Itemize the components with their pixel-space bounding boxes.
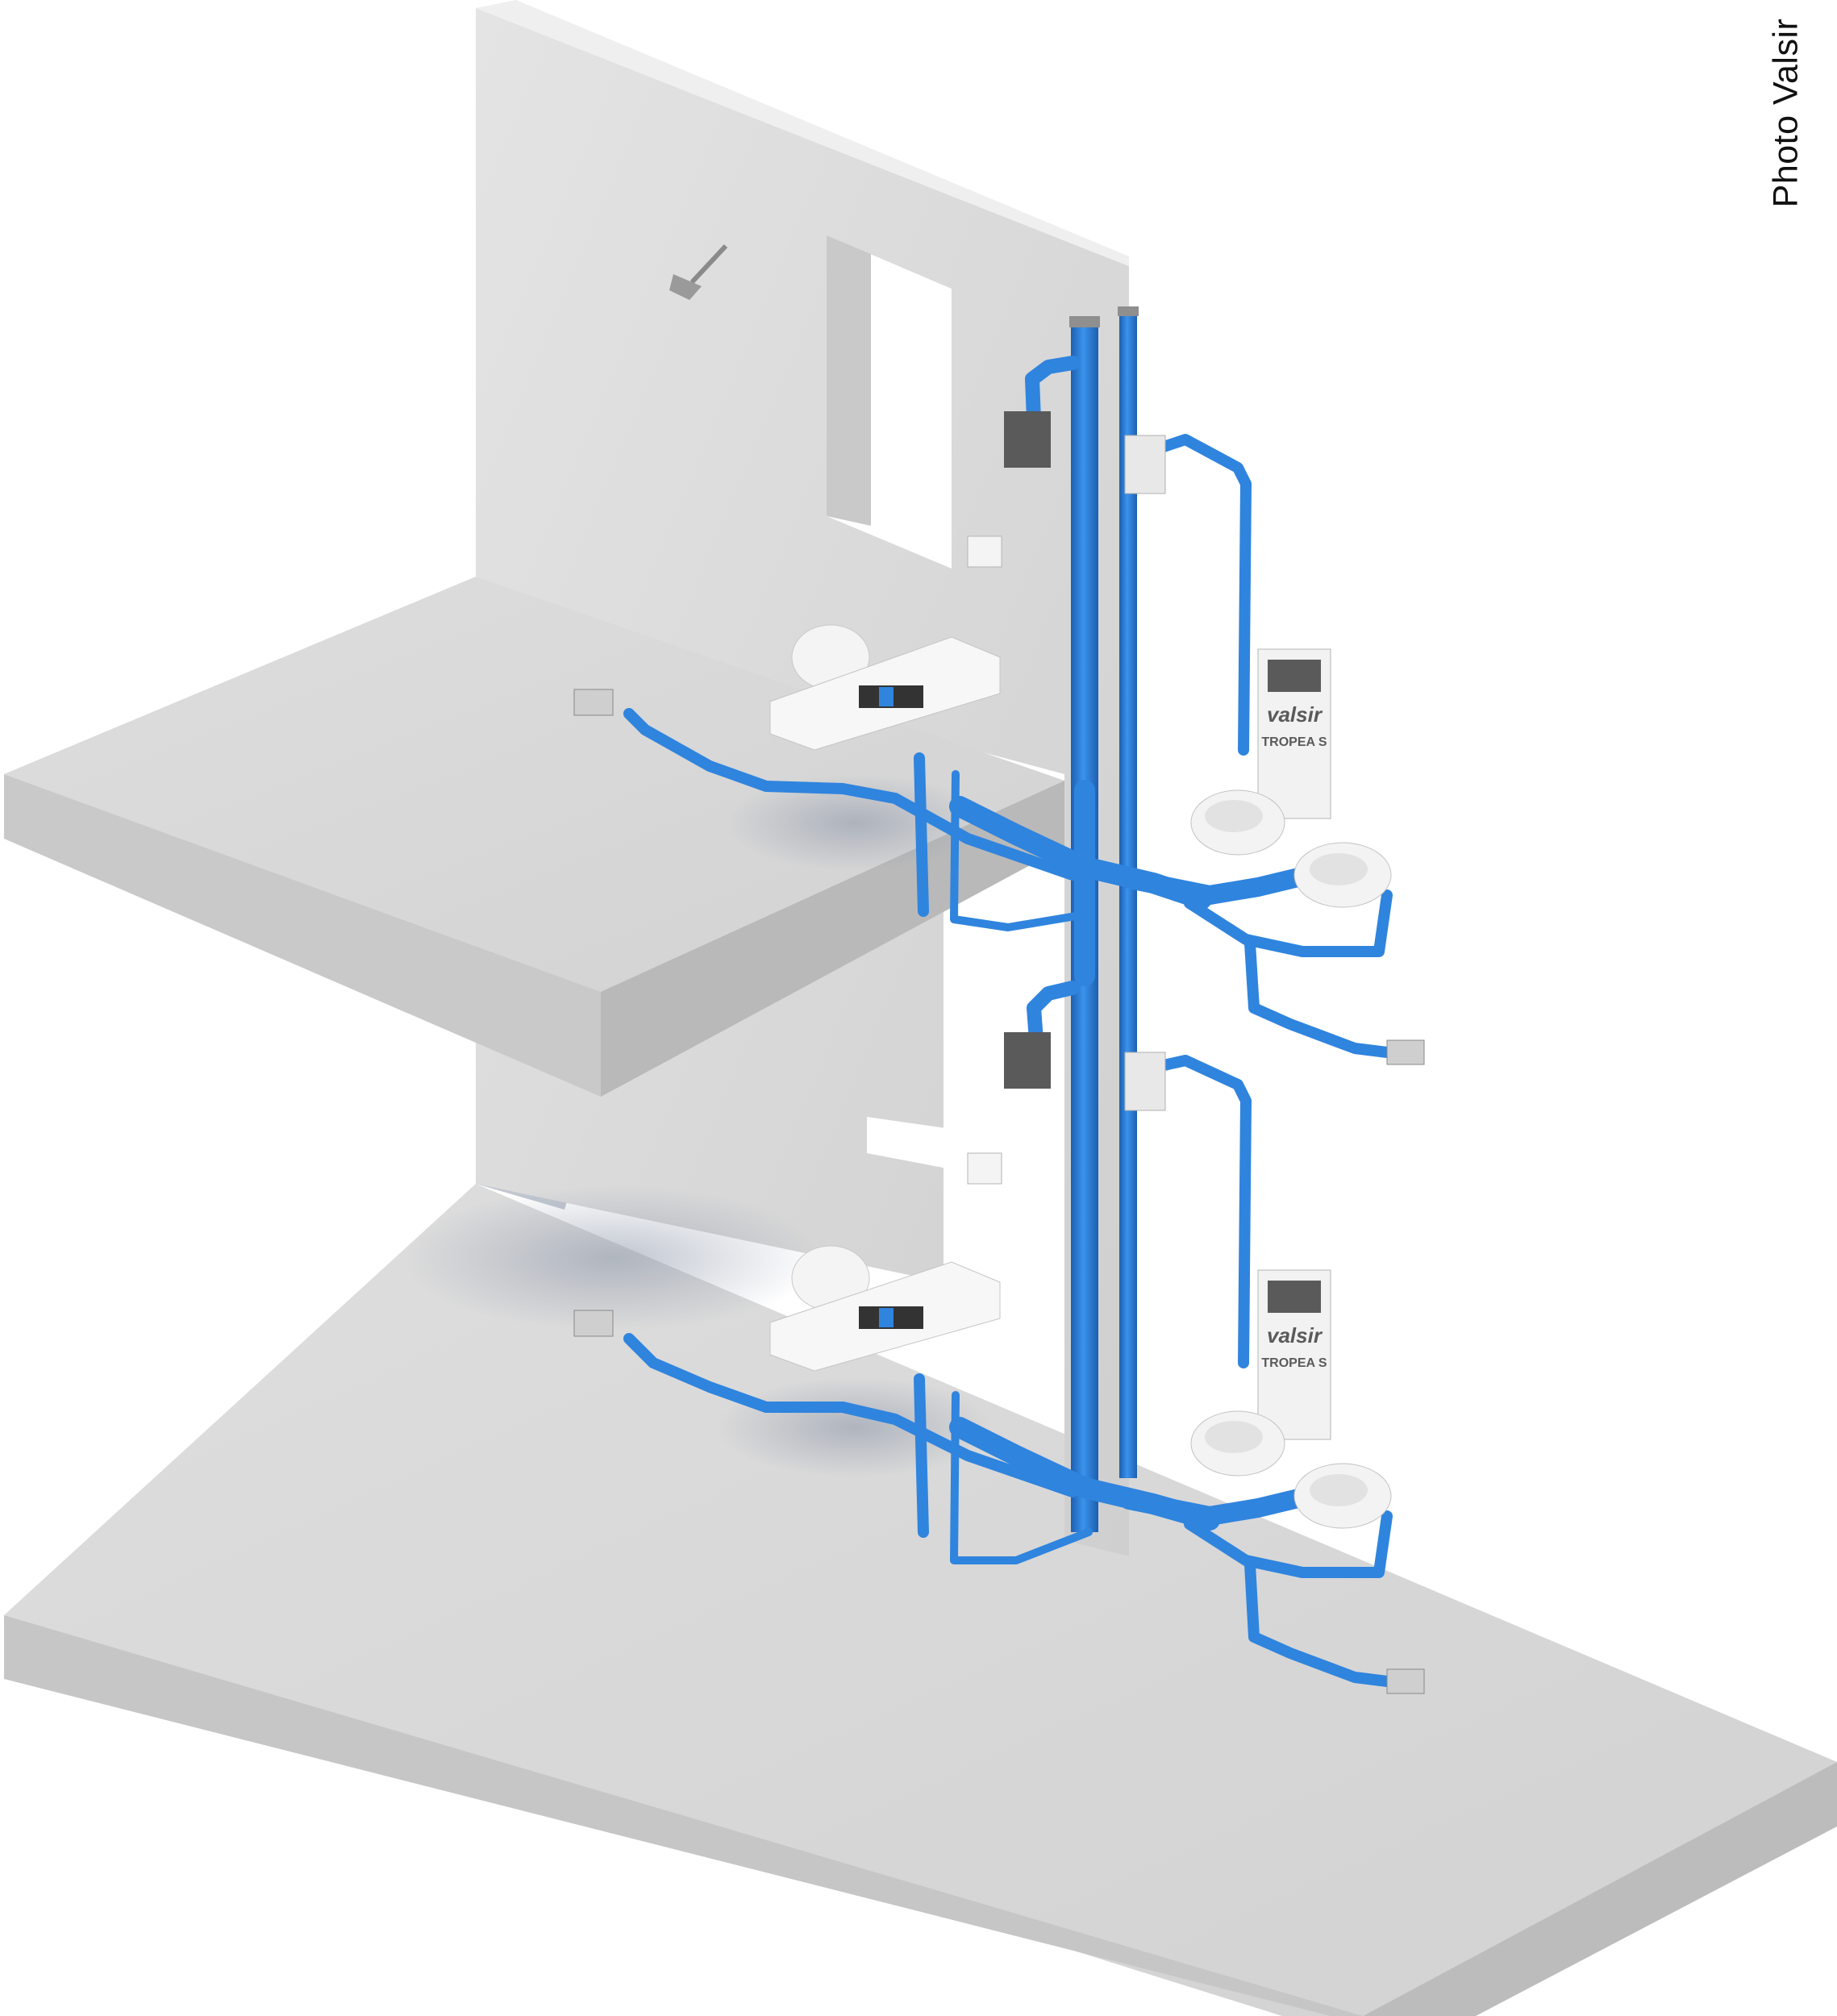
upper-right-drain: [1244, 938, 1393, 1058]
upper-cistern-box-left: [1004, 411, 1051, 468]
vent-stack: [1119, 309, 1137, 1478]
lower-wc-frame: valsir TROPEA S: [1257, 1269, 1331, 1440]
upper-left-floor-drain: [573, 689, 614, 716]
lower-right-drain: [1244, 1559, 1393, 1687]
photo-credit: Photo Valsir: [1766, 18, 1806, 208]
upper-wc-frame: valsir TROPEA S: [1257, 648, 1331, 819]
ground-floor-front-edge: [4, 1615, 1363, 2016]
upper-basin-waste: [914, 752, 929, 917]
upper-right-floor-drain: [1386, 1039, 1425, 1065]
lower-socket: [967, 1152, 1002, 1185]
lower-frame-model: TROPEA S: [1261, 1356, 1327, 1370]
upper-vent-branch: [1025, 356, 1080, 427]
upper-floor-side-edge: [601, 781, 1064, 1097]
main-stack-cap: [1069, 316, 1100, 327]
lower-basin-waste: [914, 1373, 929, 1538]
ground-floor-slab: [4, 1184, 1837, 2016]
lower-fixtures: valsir TROPEA S: [769, 1245, 1392, 1529]
upper-frame-model: TROPEA S: [1261, 735, 1327, 749]
ground-floor-side-edge: [1363, 1762, 1837, 2016]
lower-cistern-box-left: [1004, 1032, 1051, 1089]
lower-right-waste: [1184, 1510, 1393, 1578]
upper-wc-branch: [1119, 868, 1308, 905]
lower-right-supply: [1143, 1055, 1252, 1368]
upper-right-waste: [1184, 889, 1393, 957]
wall-top-edge: [476, 0, 1129, 266]
lower-wc-branch: [1119, 1489, 1308, 1526]
upper-floor-front-edge: [4, 774, 601, 1097]
vent-stack-cap: [1118, 306, 1139, 316]
upper-floor-top: [4, 577, 1064, 992]
ground-floor-top: [4, 1184, 1837, 2016]
lower-left-floor-drain: [573, 1310, 614, 1337]
ground-slab-shadow: [403, 1185, 823, 1331]
upper-cistern-box-right: [1124, 435, 1166, 494]
lower-frame-logo: valsir: [1267, 1323, 1323, 1347]
shower-head-icon: [669, 244, 728, 300]
wall-boxes: [1004, 411, 1166, 1111]
upper-frame-logo: valsir: [1267, 702, 1323, 727]
upper-fixtures: valsir TROPEA S: [769, 624, 1392, 908]
upper-basin-supply: [950, 770, 1085, 931]
lower-window: [867, 1117, 952, 1169]
lower-vent-branch: [1027, 981, 1080, 1048]
upper-pipework: [623, 356, 1393, 1058]
lower-pipework: [623, 981, 1393, 1687]
upper-right-supply: [1143, 434, 1252, 756]
upper-socket: [967, 535, 1002, 568]
lower-right-floor-drain: [1386, 1668, 1425, 1694]
floor-drains: [573, 689, 1425, 1694]
lower-cistern-box-right: [1124, 1052, 1166, 1111]
lower-basin-supply: [950, 1391, 1093, 1564]
upper-window-reveal: [827, 235, 871, 526]
upper-floor-slab: [4, 577, 1064, 1097]
